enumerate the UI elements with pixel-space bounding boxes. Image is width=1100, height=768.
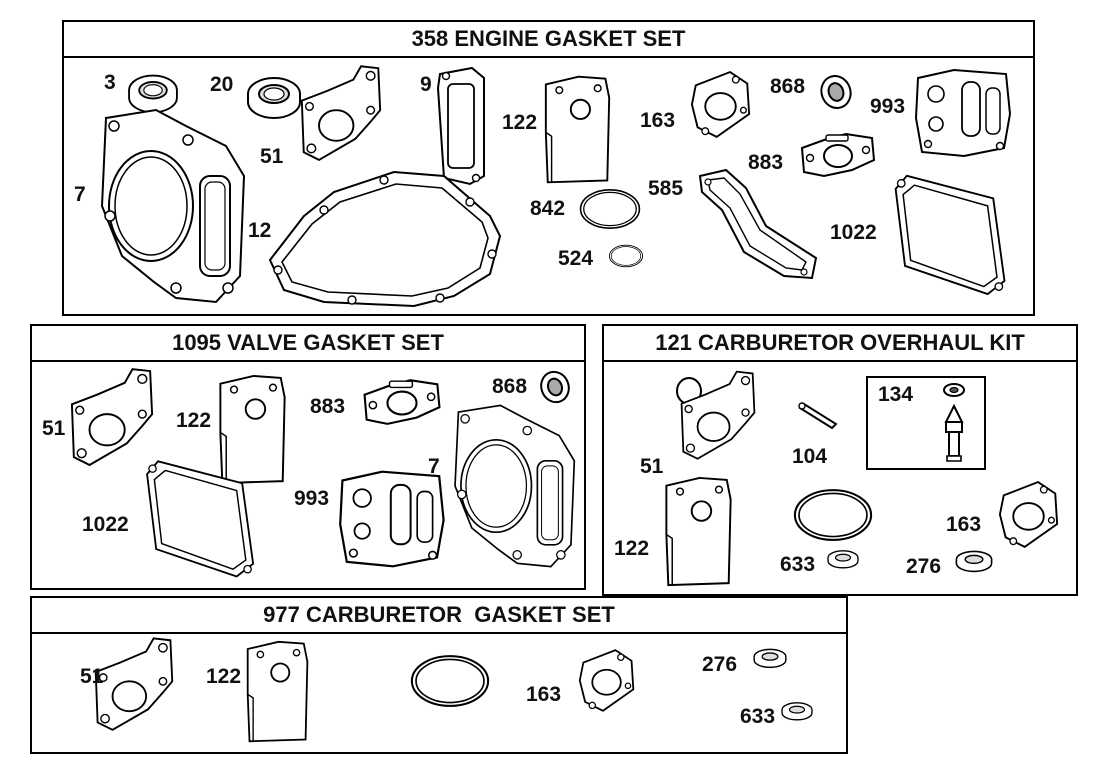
carburetor-gasket-set-panel: 977 CARBURETOR GASKET SET 51 122 163 276… [30,596,848,754]
part-label-20: 20 [210,73,234,96]
valve-cover-gasket-icon [436,66,488,186]
part-label-163: 163 [526,683,562,706]
panel-title: 121 CARBURETOR OVERHAUL KIT [604,326,1076,362]
intake-gasket-icon [678,366,758,468]
washer-633-icon [826,548,860,570]
seat-icon [942,382,966,400]
part-label-868: 868 [492,375,528,398]
part-label-122: 122 [502,111,538,134]
part-label-104: 104 [792,445,828,468]
part-label-1022: 1022 [82,513,129,536]
part-label-134: 134 [878,383,914,406]
washer-276-icon [954,548,994,574]
pin-icon [796,400,840,434]
crankcase-gasket-icon [264,170,504,308]
carburetor-overhaul-kit-panel: 121 CARBURETOR OVERHAUL KIT 51 104 134 1… [602,324,1078,596]
panel-title: 1095 VALVE GASKET SET [32,326,584,362]
part-label-842: 842 [530,197,566,220]
engine-gasket-set-panel: 358 ENGINE GASKET SET 3 20 7 51 9 12 122… [62,20,1035,316]
float-bowl-o-ring-icon [788,486,878,544]
o-ring-524-icon [608,242,644,270]
insulator-plate-icon [662,476,736,588]
part-label-122: 122 [176,409,212,432]
intake-gasket-icon [298,60,384,170]
part-label-276: 276 [702,653,738,676]
long-gasket-icon [696,168,820,282]
part-label-883: 883 [310,395,346,418]
intake-gasket-icon [92,634,176,738]
part-label-585: 585 [648,177,684,200]
part-label-1022: 1022 [830,221,877,244]
valve-gasket-set-panel: 1095 VALVE GASKET SET 51 122 883 868 102… [30,324,586,590]
o-ring-842-icon [578,186,642,232]
washer-276-icon [752,646,788,670]
part-label-883: 883 [748,151,784,174]
cylinder-head-gasket-icon [96,106,246,306]
rectangular-gasket-icon [140,454,262,582]
carburetor-gasket-icon [690,68,752,140]
carburetor-gasket-icon [998,474,1060,554]
part-label-7: 7 [428,455,440,478]
elbow-gasket-icon [798,130,878,180]
part-label-276: 276 [906,555,942,578]
part-label-163: 163 [640,109,676,132]
panel-title: 977 CARBURETOR GASKET SET [32,598,846,634]
part-label-9: 9 [420,73,432,96]
part-label-524: 524 [558,247,594,270]
rectangular-gasket-icon [890,166,1012,302]
part-label-51: 51 [42,417,66,440]
part-label-993: 993 [870,95,906,118]
part-label-633: 633 [780,553,816,576]
elbow-gasket-icon [360,376,444,428]
carburetor-gasket-icon [578,644,636,716]
part-label-51: 51 [640,455,664,478]
cylinder-head-gasket-icon [450,398,576,574]
part-label-51: 51 [80,665,104,688]
washer-633-icon [780,700,814,722]
part-label-633: 633 [740,705,776,728]
needle-seat-subkit-box: 134 [866,376,986,470]
insulator-plate-icon [240,640,316,744]
oil-seal-20-icon [242,72,306,122]
part-label-7: 7 [74,183,86,206]
insulator-plate-icon [542,74,614,186]
part-label-163: 163 [946,513,982,536]
inlet-needle-icon [938,404,970,464]
part-label-3: 3 [104,71,116,94]
part-label-122: 122 [206,665,242,688]
part-label-993: 993 [294,487,330,510]
panel-title: 358 ENGINE GASKET SET [64,22,1033,58]
oil-seal-868-icon [818,72,854,112]
float-bowl-o-ring-icon [404,652,496,710]
breather-gasket-icon [914,68,1014,158]
part-label-868: 868 [770,75,806,98]
oil-seal-868-icon [538,368,572,406]
part-label-122: 122 [614,537,650,560]
part-label-51: 51 [260,145,284,168]
part-label-12: 12 [248,219,272,242]
